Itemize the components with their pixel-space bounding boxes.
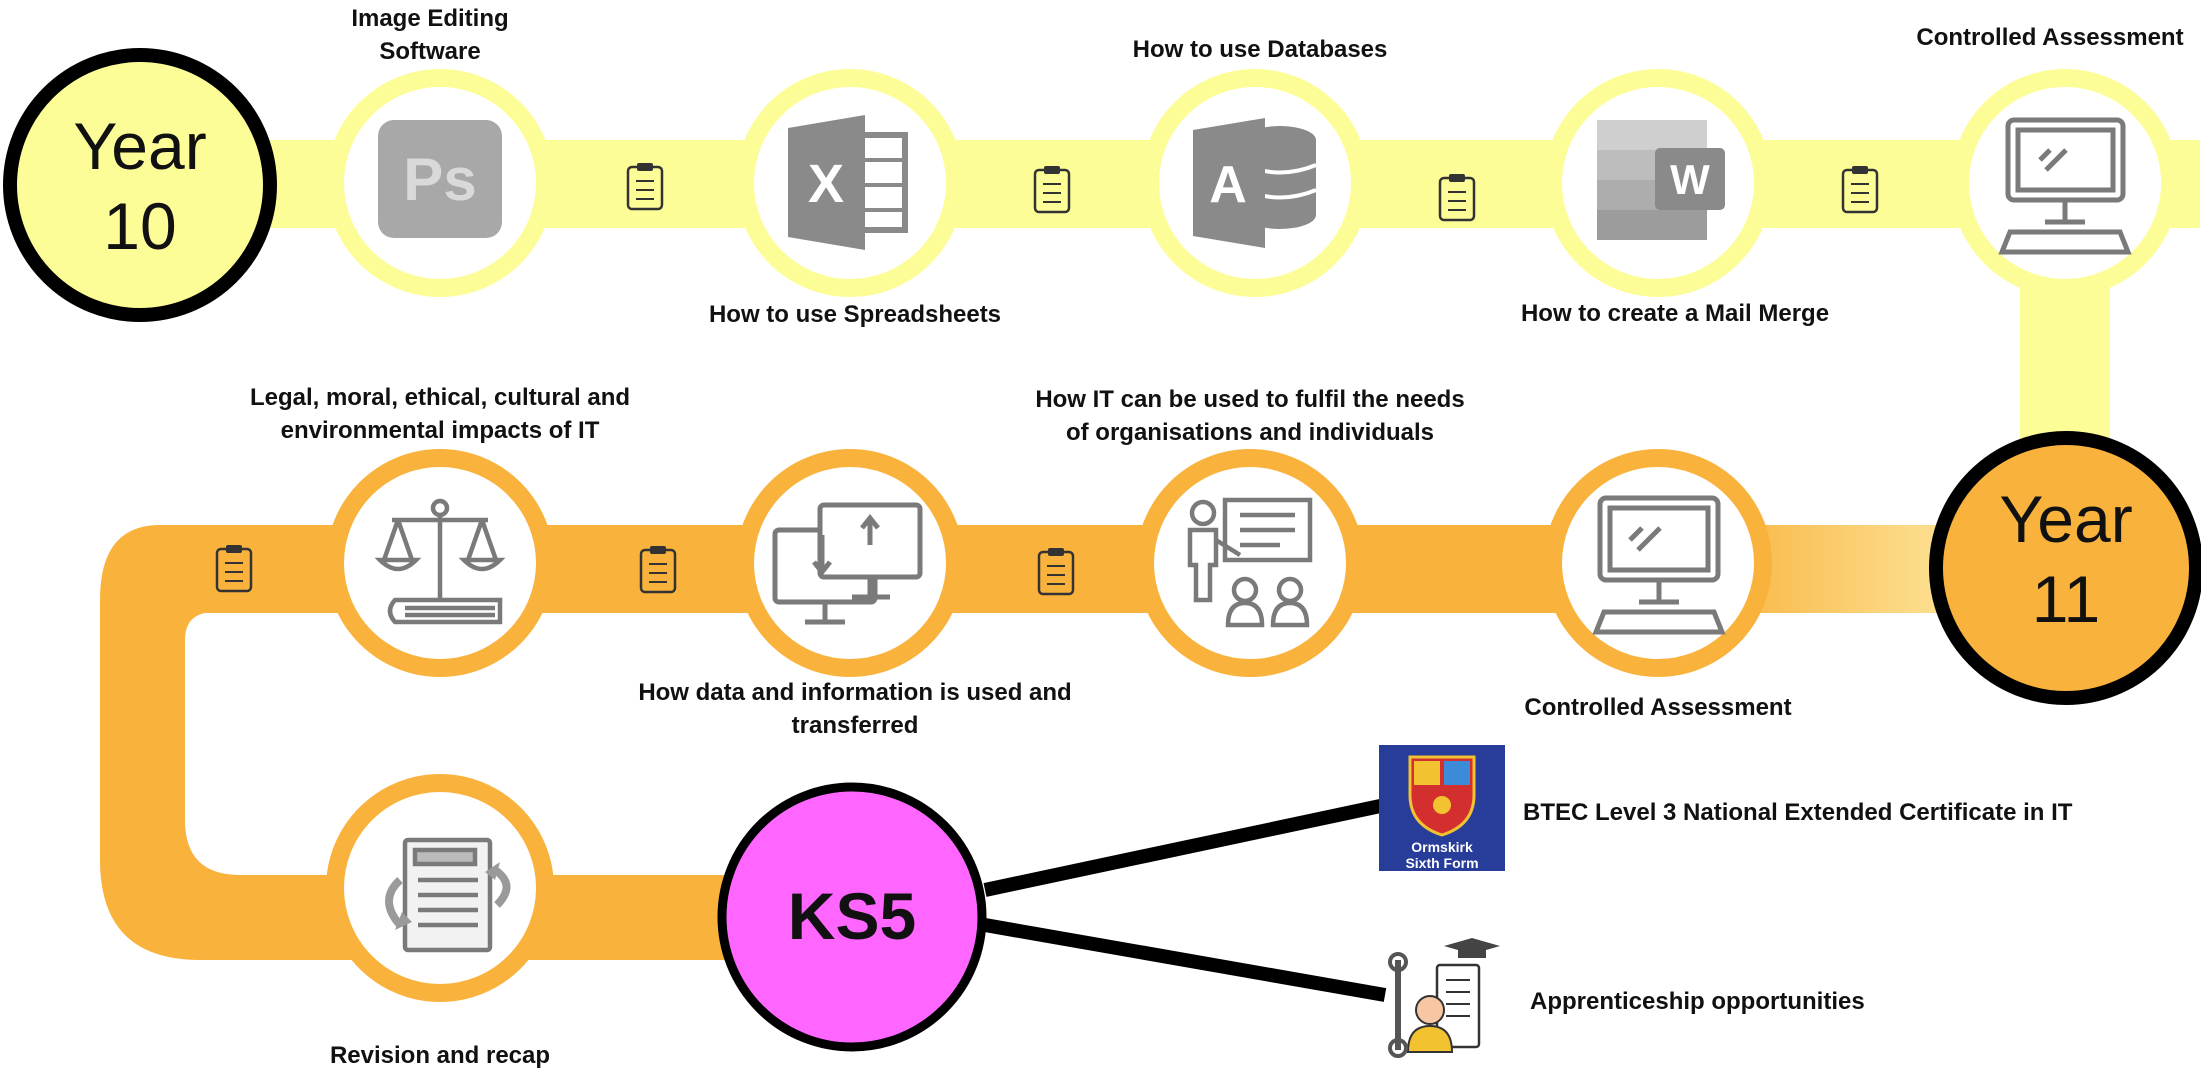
image-editing-label-line2: Software [379, 38, 481, 65]
legal-label-line1: Legal, moral, ethical, cultural and [249, 384, 631, 411]
data-info-label-line1: How data and information is used and [638, 679, 1072, 706]
controlled-assessment-y11-label: Controlled Assessment [1524, 694, 1792, 721]
apprenticeship-icon [1388, 938, 1500, 1058]
apprenticeship-label: Apprenticeship opportunities [1530, 988, 1865, 1015]
ks5-to-apprenticeship-line [983, 918, 1387, 1002]
svg-text:Ormskirk: Ormskirk [1411, 839, 1473, 855]
year10-circle [3, 48, 277, 322]
data-info-label: How data and information is used and tra… [610, 676, 1100, 742]
topic-node-spreadsheets: X [736, 69, 964, 297]
year11-label-line2: 11 [2031, 562, 2101, 636]
year11-circle [1929, 431, 2201, 705]
topic-node-revision [326, 774, 554, 1002]
topic-node-needs [1136, 449, 1364, 677]
year10-label-line2: 10 [103, 189, 177, 263]
topic-node-legal [326, 449, 554, 677]
topic-node-image-editing: Ps [326, 69, 554, 297]
year11-label-line1: Year [1999, 482, 2133, 556]
year10-label-line1: Year [73, 109, 207, 183]
excel-icon: X [788, 115, 908, 250]
legal-label: Legal, moral, ethical, cultural and envi… [220, 381, 660, 447]
revision-label: Revision and recap [329, 1042, 551, 1069]
clipboard-icon [1438, 174, 1476, 222]
ks5-label: KS5 [787, 879, 917, 953]
scales-icon [374, 498, 506, 625]
clipboard-icon [215, 545, 253, 593]
computer-icon [1998, 117, 2132, 255]
topic-node-data-info [736, 449, 964, 677]
photoshop-icon-text: Ps [403, 146, 476, 213]
clipboard-icon [1037, 548, 1075, 596]
clipboard-icon [1033, 166, 1071, 214]
computer-icon [1592, 495, 1726, 635]
topic-node-mail-merge: W [1544, 69, 1772, 297]
clipboard-icon [1841, 166, 1879, 214]
needs-label-line2: of organisations and individuals [1065, 419, 1435, 446]
topic-node-controlled-assessment-y10 [1951, 69, 2179, 297]
mail-merge-label: How to create a Mail Merge [1520, 300, 1830, 327]
controlled-assessment-y10-label: Controlled Assessment [1916, 24, 2184, 51]
presentation-icon [1187, 497, 1313, 628]
legal-label-line2: environmental impacts of IT [280, 417, 600, 444]
needs-label: How IT can be used to fulfil the needs o… [1010, 383, 1490, 449]
svg-text:A: A [1209, 156, 1247, 214]
year11-label: Year 11 [1966, 486, 2166, 632]
topic-node-controlled-assessment-y11 [1544, 449, 1772, 677]
photoshop-icon [378, 120, 502, 238]
word-icon: W [1597, 120, 1725, 240]
transfer-icon [772, 502, 923, 625]
svg-text:W: W [1670, 156, 1710, 203]
image-editing-label: Image Editing Software [300, 2, 560, 68]
databases-label: How to use Databases [1132, 36, 1388, 63]
data-info-label-line2: transferred [791, 712, 919, 739]
btec-label: BTEC Level 3 National Extended Certifica… [1523, 799, 2073, 826]
clipboard-icon [626, 163, 664, 211]
svg-text:Sixth Form: Sixth Form [1405, 855, 1478, 871]
ormskirk-sixth-form-logo: Ormskirk Sixth Form [1379, 745, 1505, 871]
year10-label: Year 10 [40, 113, 240, 259]
topic-node-databases: A [1141, 69, 1369, 297]
ks5-circle [717, 782, 987, 1052]
access-icon: A [1193, 118, 1317, 248]
image-editing-label-line1: Image Editing [351, 5, 509, 32]
svg-text:X: X [808, 154, 844, 214]
spreadsheets-label: How to use Spreadsheets [708, 301, 1002, 328]
ks5-to-btec-line [983, 798, 1387, 897]
revision-icon [385, 837, 511, 953]
needs-label-line1: How IT can be used to fulfil the needs [1035, 386, 1465, 413]
clipboard-icon [639, 546, 677, 594]
